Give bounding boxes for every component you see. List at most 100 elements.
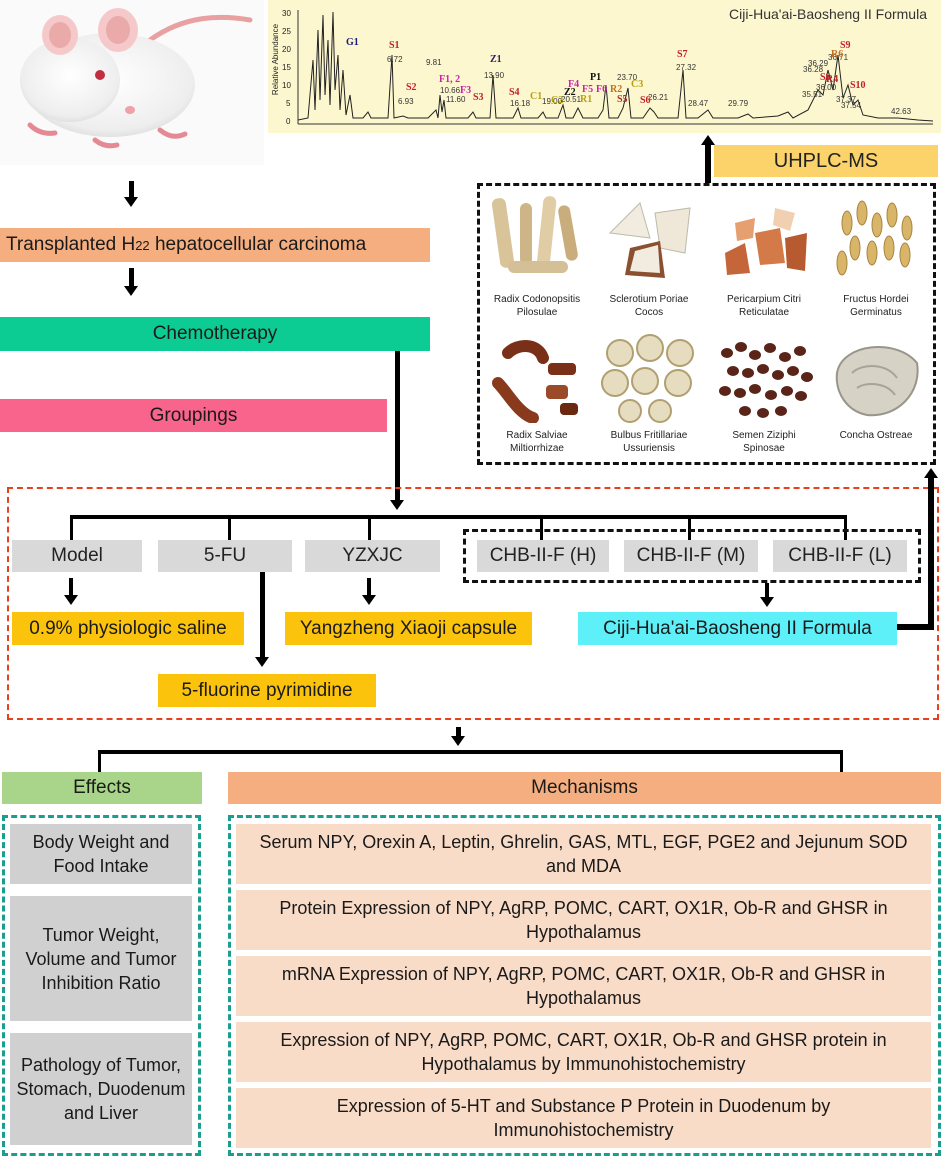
bulb-icon — [601, 334, 694, 423]
svg-text:28.47: 28.47 — [688, 99, 709, 108]
chb-arrow-head — [760, 597, 774, 607]
svg-text:26.21: 26.21 — [648, 93, 669, 102]
root-icon — [491, 196, 578, 273]
mechanisms-panel — [228, 815, 941, 1156]
uhplc-arrow-head — [701, 135, 715, 145]
fungus-icon — [608, 202, 691, 278]
svg-text:C1: C1 — [530, 91, 542, 102]
svg-text:R6: R6 — [831, 49, 843, 60]
yangzheng-box: Yangzheng Xiaoji capsule — [285, 612, 532, 645]
svg-text:P1: P1 — [590, 72, 601, 83]
groups-hbar — [70, 515, 846, 519]
svg-text:20.51: 20.51 — [561, 95, 582, 104]
svg-text:C2: C2 — [551, 95, 563, 106]
svg-text:F5: F5 — [582, 84, 593, 95]
ciji-return-head — [924, 468, 938, 478]
mechanisms-header: Mechanisms — [228, 772, 941, 804]
svg-text:R4: R4 — [826, 74, 838, 85]
mouse-arrow-head — [124, 197, 138, 207]
svg-text:F6: F6 — [596, 84, 607, 95]
peel-icon — [725, 208, 807, 275]
drop-yzxjc — [368, 515, 371, 540]
ciji-return-v — [928, 478, 934, 630]
yzxjc-arrow-head — [362, 595, 376, 605]
transplant-arrow-head — [124, 286, 138, 296]
drop-effects — [98, 750, 101, 772]
model-arrow-line — [69, 578, 73, 598]
svg-text:13.90: 13.90 — [484, 71, 505, 80]
fu-arrow-head — [255, 657, 269, 667]
uhplc-arrow-line — [705, 145, 711, 183]
svg-text:G1: G1 — [346, 37, 359, 48]
svg-text:36.28: 36.28 — [803, 65, 824, 74]
svg-text:Z2: Z2 — [564, 87, 576, 98]
svg-text:20: 20 — [282, 45, 291, 54]
mouse-photo — [0, 0, 264, 165]
svg-text:37.54: 37.54 — [841, 101, 862, 110]
ciji-box: Ciji-Hua'ai-Baosheng II Formula — [578, 612, 897, 645]
group-chb-h: CHB-II-F (H) — [477, 540, 609, 572]
svg-text:25: 25 — [282, 27, 291, 36]
shell-icon — [835, 346, 919, 417]
drop-model — [70, 515, 73, 540]
bottom-hbar — [98, 750, 843, 754]
drop-mechanisms — [840, 750, 843, 772]
transplanted-tail: hepatocellular carcinoma — [149, 234, 367, 255]
svg-text:10: 10 — [282, 81, 291, 90]
svg-text:S7: S7 — [677, 49, 688, 60]
yzxjc-arrow-line — [367, 578, 371, 598]
ciji-return-h — [897, 624, 934, 630]
svg-text:S6: S6 — [640, 95, 651, 106]
group-5fu: 5-FU — [158, 540, 292, 572]
svg-text:6.93: 6.93 — [398, 97, 414, 106]
svg-text:6.72: 6.72 — [387, 55, 403, 64]
drop-m — [688, 515, 691, 540]
groups-down-line — [456, 727, 461, 737]
red-root-icon — [492, 340, 578, 423]
svg-text:11.60: 11.60 — [446, 95, 466, 104]
svg-text:S4: S4 — [509, 87, 520, 98]
svg-text:29.79: 29.79 — [728, 99, 749, 108]
seed-icon — [719, 342, 813, 418]
svg-text:36.71: 36.71 — [828, 53, 849, 62]
herbs-panel — [477, 183, 936, 465]
svg-text:23.70: 23.70 — [617, 73, 638, 82]
svg-text:S1: S1 — [389, 40, 400, 51]
chemotherapy-box: Chemotherapy — [0, 317, 430, 351]
chromatogram-panel: Ciji-Hua'ai-Baosheng II Formula Relative… — [268, 0, 941, 133]
chb-arrow-line — [765, 583, 769, 600]
svg-text:S2: S2 — [406, 82, 417, 93]
drop-5fu — [228, 515, 231, 540]
svg-text:30: 30 — [282, 9, 291, 18]
model-arrow-head — [64, 595, 78, 605]
svg-text:15: 15 — [282, 63, 291, 72]
svg-text:F4: F4 — [568, 79, 579, 90]
grain-icon — [836, 200, 913, 276]
svg-text:36.00: 36.00 — [816, 83, 837, 92]
saline-box: 0.9% physiologic saline — [12, 612, 244, 645]
svg-text:10.66: 10.66 — [440, 86, 461, 95]
drop-l — [844, 515, 847, 540]
group-chb-l: CHB-II-F (L) — [773, 540, 907, 572]
mouse-arrow-line — [129, 181, 134, 199]
transplanted-sub: 22 — [135, 237, 150, 253]
svg-text:36.29: 36.29 — [808, 59, 829, 68]
group-yzxjc: YZXJC — [305, 540, 440, 572]
mechanism-item-5: Expression of 5-HT and Substance P Prote… — [236, 1088, 931, 1148]
svg-text:16.18: 16.18 — [510, 99, 531, 108]
svg-text:S5: S5 — [617, 94, 628, 105]
svg-text:42.63: 42.63 — [891, 107, 912, 116]
chemo-arrow-head — [390, 500, 404, 510]
svg-text:R1: R1 — [580, 94, 592, 105]
mechanism-item-4: Expression of NPY, AgRP, POMC, CART, OX1… — [236, 1022, 931, 1082]
svg-text:Z1: Z1 — [490, 54, 502, 65]
mechanism-item-2: Protein Expression of NPY, AgRP, POMC, C… — [236, 890, 931, 950]
svg-text:C3: C3 — [631, 79, 643, 90]
